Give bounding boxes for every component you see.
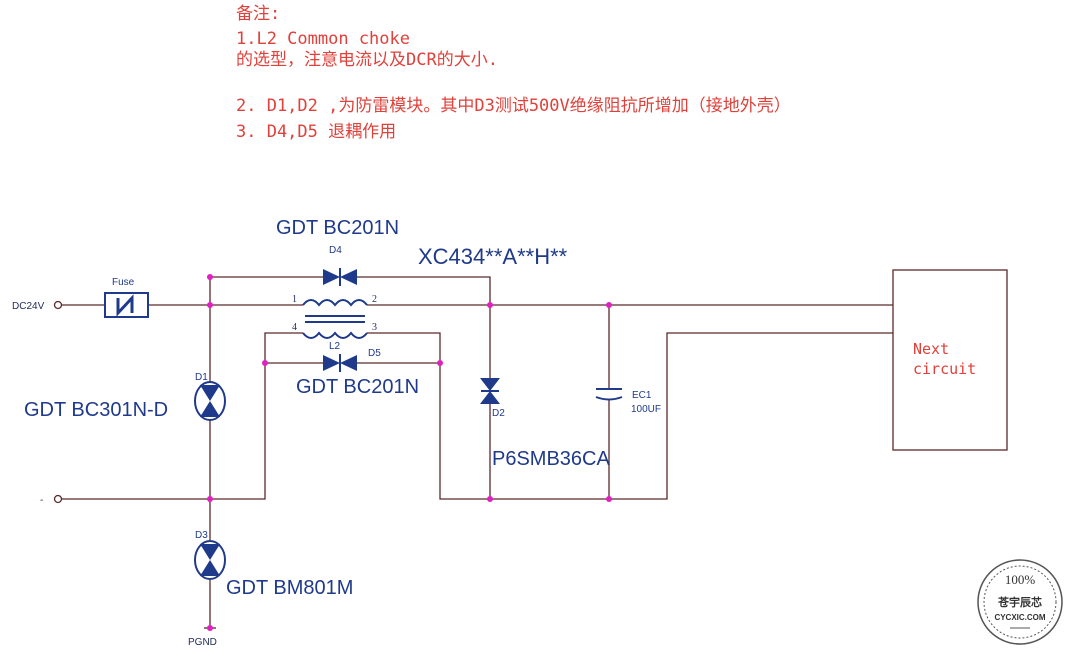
note-line-3: 3. D4,D5 退耦作用 (236, 122, 397, 142)
pin-4-label: 4 (292, 322, 297, 333)
d2-part-label: P6SMB36CA (492, 448, 610, 470)
note-line-1b: 的选型，注意电流以及DCR的大小. (236, 50, 498, 70)
note-line-2: 2. D1,D2 ,为防雷模块。其中D3测试500V绝缘阻抗所增加（接地外壳） (236, 96, 791, 116)
next-circuit-box (892, 269, 1008, 451)
choke-ref-label: L2 (329, 341, 341, 352)
d5-diode-symbol (323, 354, 357, 372)
d4-diode-symbol (323, 268, 357, 286)
d2-tvs-symbol (480, 378, 500, 404)
d3-gdt-symbol (194, 540, 226, 580)
common-choke-symbol (302, 299, 368, 339)
d3-ref-label: D3 (195, 530, 208, 541)
choke-part-label: XC434**A**H** (418, 244, 568, 269)
stamp-brand: 苍宇辰芯 (997, 595, 1042, 609)
d5-ref-label: D5 (368, 348, 381, 359)
d1-part-label: GDT BC301N-D (24, 399, 168, 421)
ec1-ref-label: EC1 (632, 390, 652, 401)
d1-ref-label: D1 (195, 372, 208, 383)
junction-dots (207, 274, 612, 631)
stamp-percent: 100% (1005, 572, 1036, 587)
note-line-1a: 1.L2 Common choke (236, 29, 410, 49)
next-circuit-line2: circuit (913, 360, 976, 378)
pgnd-label: PGND (188, 637, 217, 648)
d1-gdt-symbol (194, 381, 226, 421)
d2-ref-label: D2 (492, 408, 505, 419)
fuse-symbol (104, 292, 149, 318)
wires (53, 276, 893, 629)
d4-part-label: GDT BC201N (276, 217, 399, 239)
d4-ref-label: D4 (329, 245, 342, 256)
ec1-capacitor-symbol (595, 388, 623, 401)
pin-2-label: 2 (372, 294, 377, 305)
d5-part-label: GDT BC201N (296, 376, 419, 398)
ec1-value-label: 100UF (631, 404, 661, 415)
stamp-site: CYCXIC.COM (994, 613, 1045, 622)
input-neg-label: - (40, 495, 43, 506)
input-pos-label: DC24V (12, 301, 45, 312)
next-circuit-line1: Next (913, 340, 949, 358)
watermark-stamp: 100% 苍宇辰芯 CYCXIC.COM (977, 559, 1063, 645)
pin-1-label: 1 (292, 294, 297, 305)
pin-3-label: 3 (372, 322, 377, 333)
d3-part-label: GDT BM801M (226, 577, 353, 599)
fuse-label: Fuse (112, 277, 135, 288)
notes-heading: 备注: (236, 4, 281, 24)
